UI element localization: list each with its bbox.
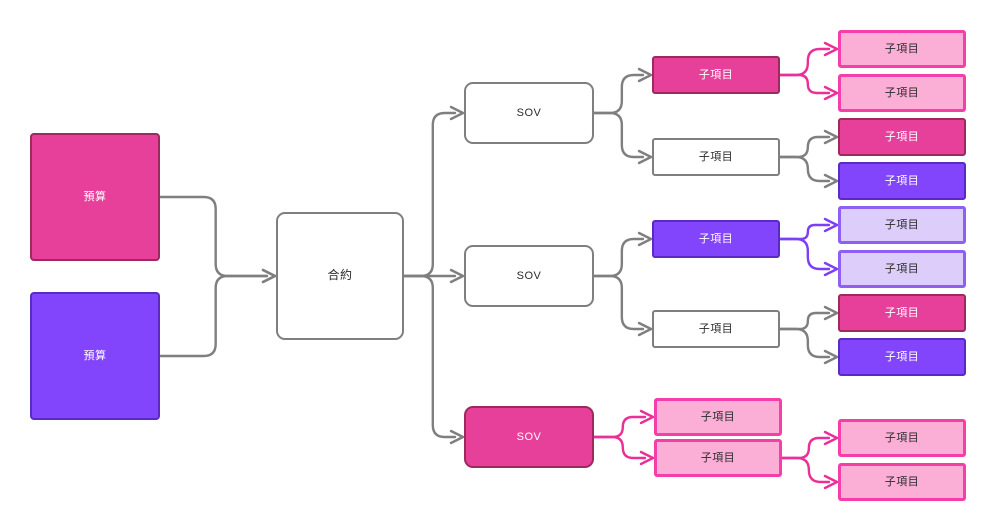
node-leaf-2[interactable]: 子項目 (838, 74, 966, 112)
edge-e-budget2-contract (158, 268, 277, 358)
node-sub-3a[interactable]: 子項目 (654, 398, 782, 436)
node-label: 子項目 (884, 431, 920, 444)
node-label: 子項目 (700, 410, 736, 423)
node-label: 子項目 (884, 42, 920, 55)
node-label: 子項目 (884, 262, 920, 275)
node-leaf-9[interactable]: 子項目 (838, 419, 966, 457)
node-label: 子項目 (884, 130, 920, 143)
node-sub-2a[interactable]: 子項目 (652, 220, 780, 258)
edge-e-sov1-sub1a (592, 67, 653, 115)
edge-e-contract-sov2 (402, 268, 465, 284)
node-budget-2[interactable]: 預算 (30, 292, 160, 420)
edge-e-budget1-contract (158, 195, 277, 284)
edge-e-contract-sov3 (402, 274, 465, 445)
node-leaf-3[interactable]: 子項目 (838, 118, 966, 156)
edge-e-sub1b-leaf3 (778, 129, 839, 159)
edge-e-sub3b-leaf10 (780, 456, 839, 490)
node-contract[interactable]: 合約 (276, 212, 404, 340)
edge-e-sub1a-leaf2 (778, 73, 839, 101)
node-sub-1b[interactable]: 子項目 (652, 138, 780, 176)
node-leaf-8[interactable]: 子項目 (838, 338, 966, 376)
edge-e-sub3b-leaf9 (780, 430, 839, 460)
node-leaf-7[interactable]: 子項目 (838, 294, 966, 332)
edge-e-contract-sov1 (402, 105, 465, 278)
node-label: 預算 (83, 349, 107, 362)
node-label: 子項目 (698, 68, 734, 81)
node-label: SOV (516, 269, 542, 282)
node-sub-3b[interactable]: 子項目 (654, 439, 782, 477)
edge-e-sub2b-leaf7 (778, 305, 839, 331)
node-label: 子項目 (698, 322, 734, 335)
edge-e-sov2-sub2b (592, 274, 653, 337)
edge-e-sub2a-leaf5 (778, 217, 839, 241)
node-sub-2b[interactable]: 子項目 (652, 310, 780, 348)
edge-e-sov3-sub3a (592, 409, 655, 439)
node-label: 子項目 (698, 150, 734, 163)
node-sov-1[interactable]: SOV (464, 82, 594, 144)
node-label: 預算 (83, 190, 107, 203)
node-budget-1[interactable]: 預算 (30, 133, 160, 261)
node-label: 子項目 (884, 218, 920, 231)
node-label: 子項目 (884, 174, 920, 187)
node-label: 子項目 (698, 232, 734, 245)
node-sov-3[interactable]: SOV (464, 406, 594, 468)
node-leaf-4[interactable]: 子項目 (838, 162, 966, 200)
node-label: SOV (516, 106, 542, 119)
node-label: 子項目 (884, 475, 920, 488)
node-leaf-6[interactable]: 子項目 (838, 250, 966, 288)
edge-e-sub1a-leaf1 (778, 41, 839, 77)
edge-e-sub2a-leaf6 (778, 237, 839, 277)
edge-e-sub2b-leaf8 (778, 327, 839, 365)
node-label: 合約 (327, 268, 353, 283)
node-label: 子項目 (884, 86, 920, 99)
node-label: 子項目 (884, 306, 920, 319)
node-sub-1a[interactable]: 子項目 (652, 56, 780, 94)
edge-e-sub1b-leaf4 (778, 155, 839, 189)
node-label: 子項目 (700, 451, 736, 464)
node-label: SOV (516, 430, 542, 443)
edge-e-sov1-sub1b (592, 111, 653, 165)
edge-e-sov3-sub3b (592, 435, 655, 466)
node-leaf-5[interactable]: 子項目 (838, 206, 966, 244)
edge-e-sov2-sub2a (592, 231, 653, 278)
node-leaf-10[interactable]: 子項目 (838, 463, 966, 501)
node-label: 子項目 (884, 350, 920, 363)
node-sov-2[interactable]: SOV (464, 245, 594, 307)
node-leaf-1[interactable]: 子項目 (838, 30, 966, 68)
